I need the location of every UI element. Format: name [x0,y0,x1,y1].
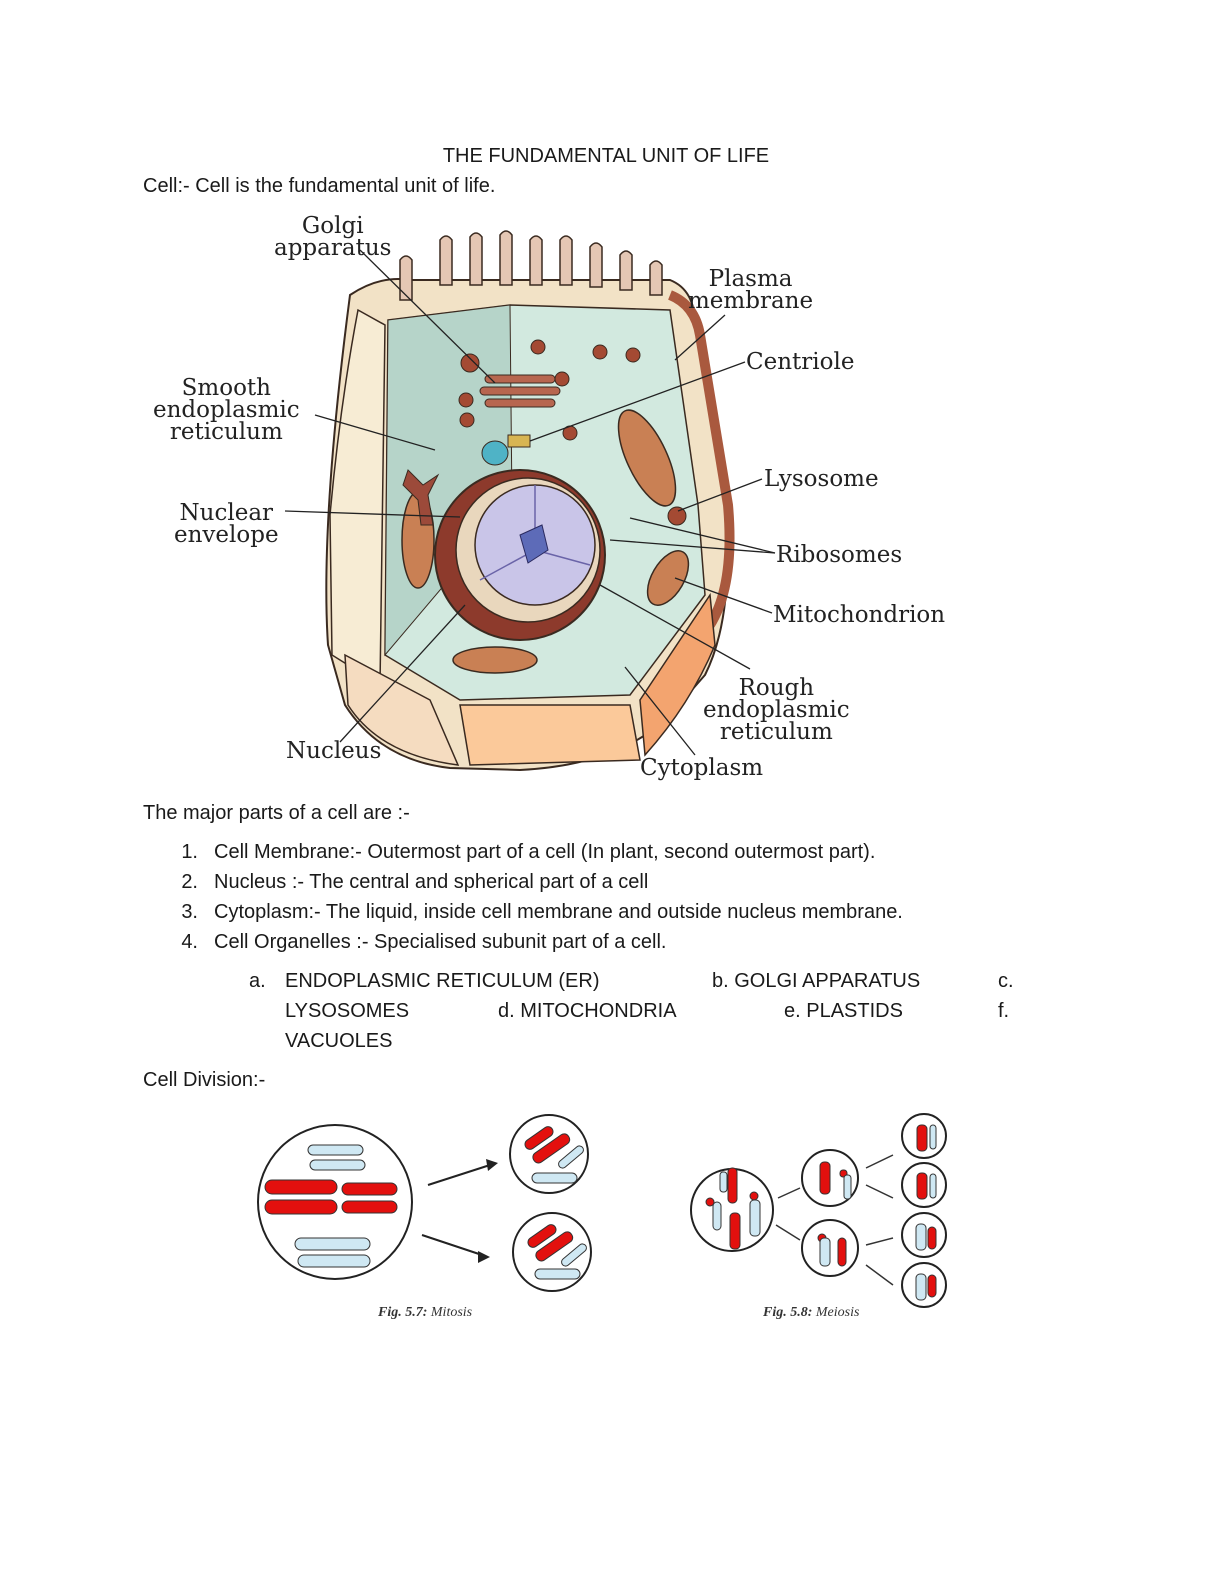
figure-name: Mitosis [430,1305,473,1320]
organelle-a: ENDOPLASMIC RETICULUM (ER) [285,970,600,992]
list-item: 3. Cytoplasm:- The liquid, inside cell me… [162,900,903,930]
list-number: 4. [181,931,198,953]
arrow-down [421,1234,483,1256]
label-nuclear-envelope: Nuclear envelope [174,500,279,548]
label-line: Golgi [301,213,364,239]
list-number: 1. [181,841,198,863]
meiosis-illustration [690,1113,947,1308]
label-golgi-apparatus: Golgi apparatus [274,213,392,261]
page-title: THE FUNDAMENTAL UNIT OF LIFE [442,145,770,167]
label-ribosomes: Ribosomes [776,542,903,568]
label-line: Rough [738,675,815,701]
red-chromosomes [705,1124,937,1298]
label-line: envelope [174,522,279,548]
label-cytoplasm: Cytoplasm [640,755,764,781]
list-number: 2. [181,871,198,893]
label-line: apparatus [274,235,392,261]
figure-name: Meiosis [815,1305,860,1320]
arrowhead-icon [478,1251,490,1263]
organelle-c-marker: c. [998,970,1014,992]
red-chromosomes [264,1179,398,1215]
label-rough-er: Rough endoplasmic reticulum [703,675,850,745]
label-centriole: Centriole [746,349,855,375]
smooth-er [402,469,440,526]
cell-wall-left [329,308,386,687]
leader-lines [284,249,776,756]
cell-diagram: Golgi apparatus Smooth endoplasmic retic… [150,205,980,790]
division-heading: Cell Division:- [143,1069,266,1091]
list-item: 2. Nucleus :- The central and spherical p… [162,870,903,900]
centrosome [481,440,509,466]
intro-text: Cell:- Cell is the fundamental unit of l… [143,175,496,197]
centriole [507,434,531,448]
label-line: Nuclear [179,500,274,526]
label-line: reticulum [719,719,833,745]
label-lysosome: Lysosome [764,466,879,492]
parts-heading: The major parts of a cell are :- [143,802,410,824]
label-line: endoplasmic [153,397,300,423]
meiosis-caption: Fig. 5.8: Meiosis [763,1305,859,1321]
label-line: endoplasmic [703,697,850,723]
organelle-f-marker: f. [998,1000,1010,1022]
label-mitochondrion: Mitochondrion [773,602,946,628]
red-chromosomes [524,1126,574,1262]
arrow-up [427,1164,491,1186]
meiosis-figure [688,1110,953,1310]
organelle-d: d. MITOCHONDRIA [498,1000,677,1022]
organelle-b: b. GOLGI APPARATUS [712,970,921,992]
blue-chromosomes [294,1144,371,1268]
cell-wall-bottom [459,704,641,766]
label-nucleus: Nucleus [286,738,382,764]
figure-number: Fig. 5.7: [378,1305,428,1320]
golgi-apparatus [479,374,561,408]
nucleolus [519,524,549,564]
organelle-f: VACUOLES [285,1030,393,1052]
label-line: Plasma [708,266,793,292]
animal-cell-illustration [284,230,776,772]
mitosis-caption: Fig. 5.7: Mitosis [378,1305,472,1321]
cell-wall-bottom-right [639,592,716,757]
label-line: reticulum [169,419,283,445]
lysosomes [458,339,687,526]
organelle-c: LYSOSOMES [285,1000,410,1022]
plasma-membrane-band [667,290,735,628]
mitosis-illustration [257,1114,592,1292]
label-line: Smooth [181,375,271,401]
label-smooth-er: Smooth endoplasmic reticulum [153,375,300,445]
cell-wall-bottom-left [344,653,460,766]
figure-number: Fig. 5.8: [763,1305,813,1320]
list-text: Nucleus :- The central and spherical par… [214,871,649,893]
list-text: Cell Membrane:- Outermost part of a cell… [214,841,876,863]
blue-chromosomes [712,1124,937,1301]
organelle-e: e. PLASTIDS [784,1000,903,1022]
microvilli [399,230,663,301]
list-item: 4. Cell Organelles :- Specialised subunit… [162,930,903,960]
list-number: 3. [181,901,198,923]
organelle-a-marker: a. [249,970,266,992]
mitosis-figure [250,1105,600,1305]
label-plasma-membrane: Plasma membrane [688,266,814,314]
parts-list: 1. Cell Membrane:- Outermost part of a ce… [162,840,903,960]
label-line: membrane [688,288,814,314]
list-text: Cell Organelles :- Specialised subunit p… [214,931,667,953]
list-text: Cytoplasm:- The liquid, inside cell memb… [214,901,903,923]
blue-chromosomes [531,1145,587,1280]
connector-lines [775,1154,894,1286]
list-item: 1. Cell Membrane:- Outermost part of a ce… [162,840,903,870]
arrowhead-icon [486,1159,498,1171]
